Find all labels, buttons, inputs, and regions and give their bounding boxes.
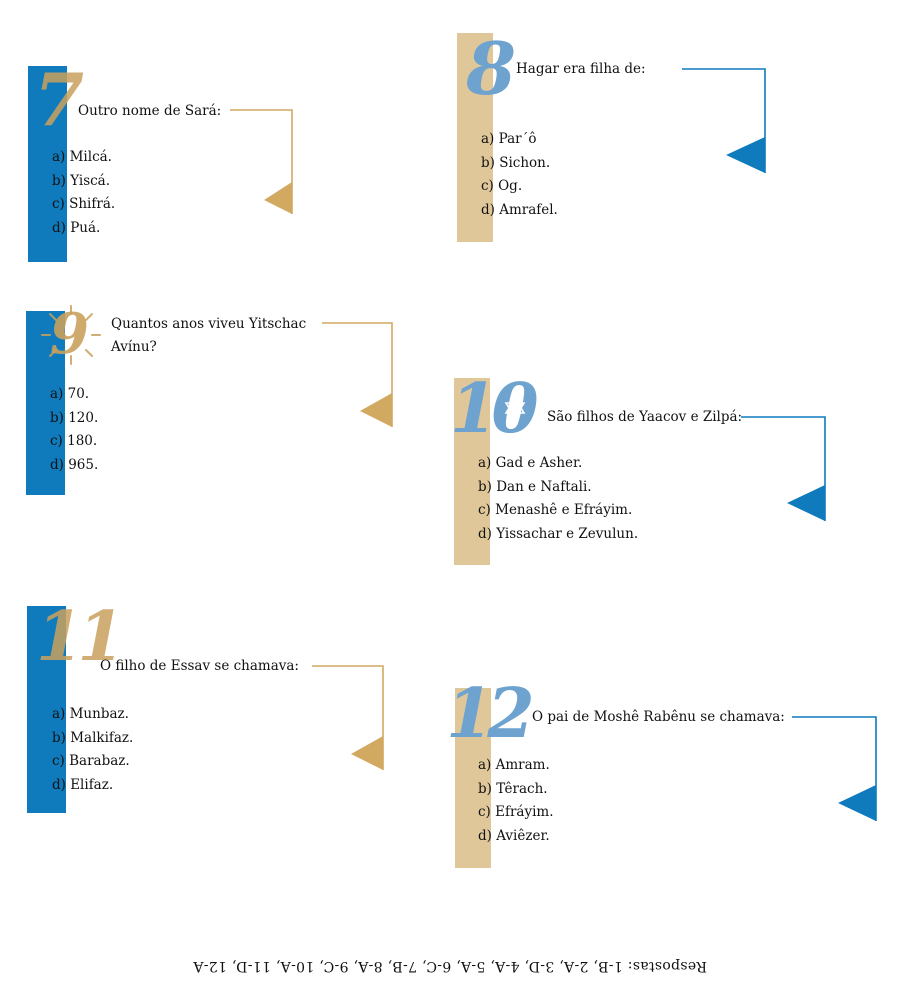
answer-options: a) Par´ô b) Sichon. c) Og. d) Amrafel. (481, 128, 558, 222)
answer-options: a) Amram. b) Têrach. c) Efráyim. d) Aviê… (478, 754, 554, 848)
option-d[interactable]: d) Puá. (52, 219, 101, 236)
option-d[interactable]: d) Elifaz. (52, 776, 114, 793)
option-d[interactable]: d) 965. (50, 456, 99, 473)
option-c[interactable]: c) Shifrá. (52, 196, 116, 212)
option-d[interactable]: d) Aviêzer. (478, 827, 550, 844)
option-c[interactable]: c) Barabaz. (52, 753, 130, 769)
question-number: 12 (446, 674, 535, 754)
question-text: Outro nome de Sará: (78, 103, 222, 119)
question-number: 11 (36, 597, 125, 677)
option-c[interactable]: c) Efráyim. (478, 804, 554, 820)
option-b[interactable]: b) Têrach. (478, 780, 548, 797)
side-bar (26, 311, 65, 495)
option-b[interactable]: b) Yiscá. (52, 172, 111, 189)
option-d[interactable]: d) Yissachar e Zevulun. (478, 525, 639, 542)
question-number: 7 (34, 57, 84, 142)
pennant-flag-icon (741, 416, 826, 521)
question-text: São filhos de Yaacov e Zilpá: (547, 409, 743, 425)
option-a[interactable]: a) 70. (50, 386, 90, 402)
side-bar (457, 33, 493, 242)
question-number: 8 (466, 26, 516, 111)
option-a[interactable]: a) Par´ô (481, 131, 537, 147)
option-b[interactable]: b) Dan e Naftali. (478, 478, 592, 495)
pennant-flag-icon (322, 322, 393, 427)
option-c[interactable]: c) Menashê e Efráyim. (478, 502, 633, 518)
option-b[interactable]: b) Sichon. (481, 154, 551, 171)
option-a[interactable]: a) Gad e Asher. (478, 455, 583, 471)
star-of-david-icon (504, 396, 526, 420)
option-a[interactable]: a) Amram. (478, 757, 550, 773)
option-c[interactable]: c) 180. (50, 433, 98, 449)
answer-key: Respostas: 1-B, 2-A, 3-D, 4-A, 5-A, 6-C,… (193, 958, 707, 974)
question-text: Hagar era filha de: (516, 61, 646, 77)
option-a[interactable]: a) Munbaz. (52, 706, 129, 722)
pennant-flag-icon (312, 665, 384, 770)
side-bar (455, 688, 491, 868)
option-b[interactable]: b) 120. (50, 409, 99, 426)
pennant-flag-icon (792, 716, 877, 821)
side-bar (28, 66, 67, 262)
question-number: 10 (450, 369, 539, 449)
question-text: O filho de Essav se chamava: (100, 658, 299, 674)
answer-options: a) Milcá. b) Yiscá. c) Shifrá. d) Puá. (52, 146, 115, 240)
question-number: 9 (50, 301, 89, 367)
option-a[interactable]: a) Milcá. (52, 149, 112, 165)
side-bar (27, 606, 66, 813)
option-b[interactable]: b) Malkifaz. (52, 729, 134, 746)
pennant-flag-icon (682, 68, 766, 173)
option-d[interactable]: d) Amrafel. (481, 201, 558, 218)
sun-rays-icon (41, 305, 101, 365)
option-c[interactable]: c) Og. (481, 178, 523, 194)
answer-options: a) 70. b) 120. c) 180. d) 965. (50, 383, 98, 477)
pennant-flag-icon (230, 109, 293, 214)
question-text: Quantos anos viveu Yitschac Avínu? (111, 316, 307, 355)
side-bar (454, 378, 490, 565)
answer-options: a) Munbaz. b) Malkifaz. c) Barabaz. d) E… (52, 703, 133, 797)
answer-options: a) Gad e Asher. b) Dan e Naftali. c) Men… (478, 452, 638, 546)
question-text: O pai de Moshê Rabênu se chamava: (532, 709, 785, 725)
